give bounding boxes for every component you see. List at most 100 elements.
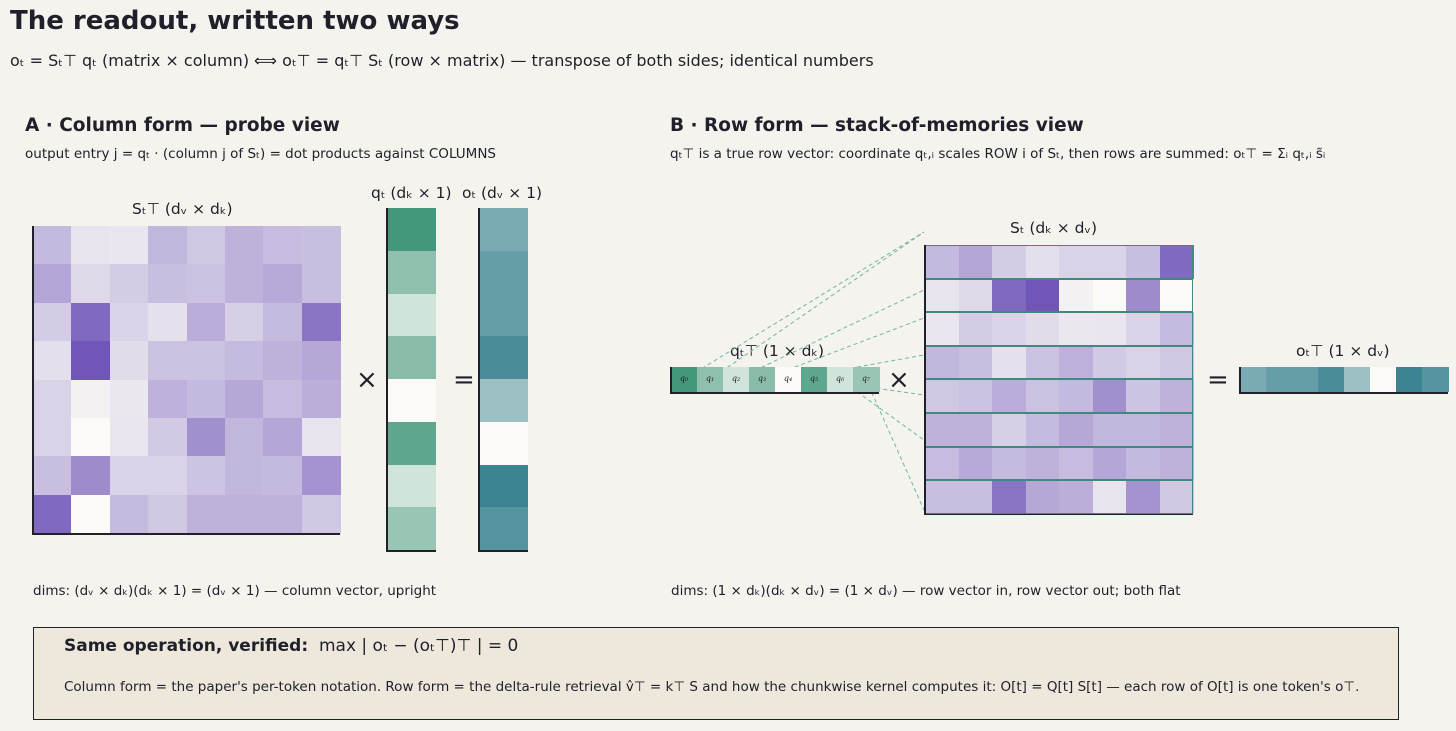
s-matrix-cell-r2-c2 xyxy=(992,312,1026,347)
o-row-cell-4 xyxy=(1344,367,1371,392)
s-matrix-cell-r1-c3 xyxy=(1025,278,1060,313)
matrix-cell-r1-c3 xyxy=(148,264,188,304)
verify-body: Column form = the paper's per-token nota… xyxy=(64,679,1360,695)
matrix-cell-r5-c1 xyxy=(71,418,111,457)
s-matrix-row-3 xyxy=(925,345,1193,380)
matrix-cell-r2-c6 xyxy=(263,302,303,342)
o-column-bottom-axis xyxy=(478,550,528,552)
panel-a-title: A · Column form — probe view xyxy=(25,115,340,136)
q-column-bottom-axis xyxy=(386,550,436,552)
s-matrix-cell-r2-c6 xyxy=(1126,312,1160,347)
s-matrix-cell-r7-c7 xyxy=(1159,480,1194,515)
q-row-label-0: q₀ xyxy=(679,374,689,383)
q-row-cell-1 xyxy=(697,367,724,392)
matrix-cell-r2-c1 xyxy=(71,302,111,342)
matrix-cell-r1-c7 xyxy=(301,264,341,304)
matrix-cell-r0-c6 xyxy=(263,226,303,265)
matrix-cell-r3-c4 xyxy=(186,341,226,381)
matrix-cell-r4-c6 xyxy=(263,379,303,419)
matrix-a-left-axis xyxy=(32,226,34,534)
matrix-cell-r2-c3 xyxy=(148,302,188,342)
s-matrix-row-7 xyxy=(925,480,1193,514)
s-matrix-cell-r3-c0 xyxy=(925,345,959,380)
matrix-cell-r1-c0 xyxy=(33,264,72,304)
connector-line-1 xyxy=(709,231,925,380)
matrix-cell-r5-c5 xyxy=(225,418,264,457)
s-matrix-cell-r3-c3 xyxy=(1025,345,1060,380)
s-matrix-row-0 xyxy=(925,245,1193,279)
s-matrix-cell-r1-c6 xyxy=(1126,278,1160,313)
o-row-cell-6 xyxy=(1396,367,1423,392)
matrix-cell-r4-c1 xyxy=(71,379,111,419)
s-matrix-cell-r6-c2 xyxy=(992,446,1026,481)
matrix-cell-r3-c2 xyxy=(109,341,149,381)
q-row-cell-5 xyxy=(801,367,828,392)
s-matrix-cell-r0-c3 xyxy=(1025,245,1060,280)
page-title: The readout, written two ways xyxy=(10,6,460,36)
matrix-cell-r6-c2 xyxy=(109,456,149,496)
s-matrix-cell-r0-c0 xyxy=(925,245,959,280)
o-column-cell-3 xyxy=(479,336,528,380)
q-column-cell-3 xyxy=(387,336,436,380)
matrix-cell-r4-c3 xyxy=(148,379,188,419)
q-row-caption: qₜ⊤ (1 × dₖ) xyxy=(730,342,825,360)
matrix-cell-r7-c5 xyxy=(225,494,264,534)
o-column-cell-6 xyxy=(479,464,528,508)
matrix-cell-r1-c1 xyxy=(71,264,111,304)
s-matrix-cell-r7-c3 xyxy=(1025,480,1060,515)
s-matrix-row-5 xyxy=(925,413,1193,447)
s-matrix-cell-r2-c7 xyxy=(1159,312,1194,347)
panel-a-dims: dims: (dᵥ × dₖ)(dₖ × 1) = (dᵥ × 1) — col… xyxy=(33,583,437,599)
o-row-cell-5 xyxy=(1370,367,1397,392)
matrix-cell-r6-c7 xyxy=(301,456,341,496)
q-column-cell-5 xyxy=(387,421,436,465)
matrix-s-caption: Sₜ (dₖ × dᵥ) xyxy=(1010,219,1098,237)
q-row-label-7: q₇ xyxy=(861,374,871,383)
s-matrix-cell-r4-c1 xyxy=(958,379,993,414)
s-matrix-cell-r0-c7 xyxy=(1159,245,1194,280)
matrix-cell-r7-c2 xyxy=(109,494,149,534)
q-row-cell-4 xyxy=(775,367,802,392)
matrix-cell-r2-c0 xyxy=(33,302,72,342)
s-matrix-cell-r6-c6 xyxy=(1126,446,1160,481)
s-matrix-cell-r0-c2 xyxy=(992,245,1026,280)
s-matrix-cell-r5-c2 xyxy=(992,413,1026,448)
o-row-cell-0 xyxy=(1240,367,1267,392)
s-matrix-cell-r5-c6 xyxy=(1126,413,1160,448)
q-column-cell-6 xyxy=(387,464,436,508)
times-sign-b: × xyxy=(888,365,910,395)
matrix-cell-r4-c0 xyxy=(33,379,72,419)
matrix-cell-r1-c2 xyxy=(109,264,149,304)
s-matrix-cell-r7-c4 xyxy=(1059,480,1093,515)
o-column-cell-2 xyxy=(479,293,528,337)
s-matrix-cell-r2-c0 xyxy=(925,312,959,347)
q-column-cell-1 xyxy=(387,250,436,294)
s-matrix-cell-r3-c4 xyxy=(1059,345,1093,380)
q-row-label-4: q₄ xyxy=(783,374,793,383)
q-row-label-3: q₃ xyxy=(757,374,767,383)
matrix-cell-r0-c2 xyxy=(109,226,149,265)
s-matrix-cell-r4-c3 xyxy=(1025,379,1060,414)
s-matrix-cell-r6-c7 xyxy=(1159,446,1194,481)
matrix-cell-r3-c0 xyxy=(33,341,72,381)
q-row-cell-0 xyxy=(671,367,698,392)
s-matrix-cell-r3-c7 xyxy=(1159,345,1194,380)
matrix-cell-r2-c2 xyxy=(109,302,149,342)
page-subtitle: oₜ = Sₜ⊤ qₜ (matrix × column) ⟺ oₜ⊤ = qₜ… xyxy=(10,51,874,70)
matrix-cell-r7-c7 xyxy=(301,494,341,534)
q-row-cell-3 xyxy=(749,367,776,392)
matrix-cell-r1-c4 xyxy=(186,264,226,304)
o-row-bottom-axis xyxy=(1239,392,1448,394)
q-column-cell-2 xyxy=(387,293,436,337)
o-column-cell-4 xyxy=(479,379,528,423)
q-row-label-1: q₁ xyxy=(705,374,715,383)
matrix-cell-r6-c0 xyxy=(33,456,72,496)
matrix-cell-r0-c3 xyxy=(148,226,188,265)
connector-line-5 xyxy=(813,379,925,396)
o-column-cell-1 xyxy=(479,250,528,294)
verify-formula: max | oₜ − (oₜ⊤)⊤ | = 0 xyxy=(318,636,519,656)
s-matrix-cell-r3-c6 xyxy=(1126,345,1160,380)
q-row-cell-7 xyxy=(853,367,880,392)
q-row-label-6: q₆ xyxy=(835,374,845,383)
o-column-caption: oₜ (dᵥ × 1) xyxy=(462,184,543,202)
